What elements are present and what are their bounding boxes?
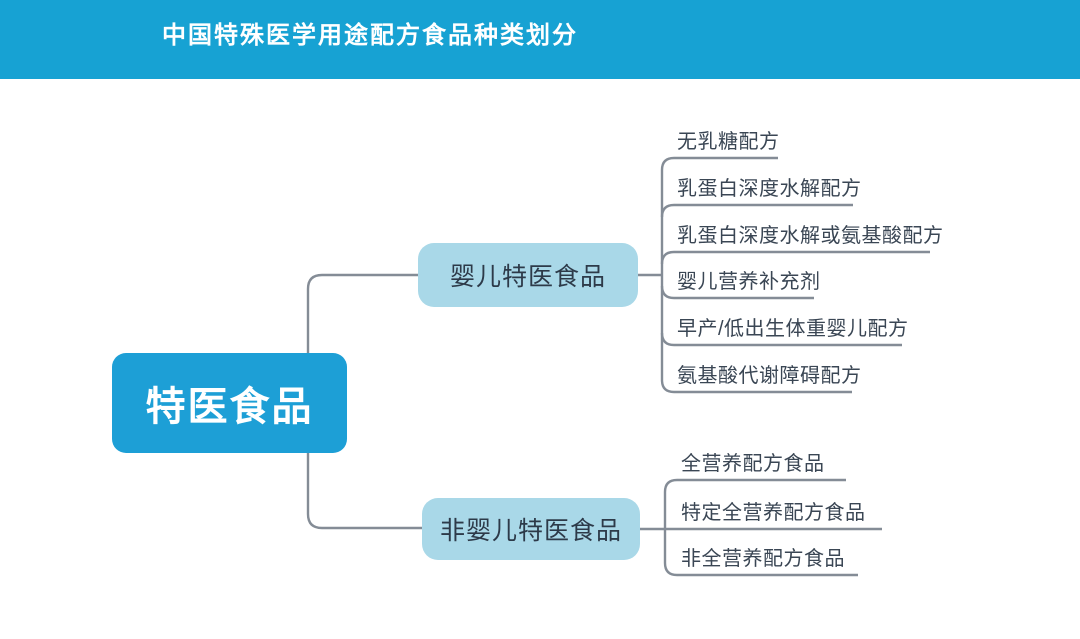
leaf-node: 非全营养配方食品: [681, 548, 845, 570]
leaf-node: 氨基酸代谢障碍配方: [677, 365, 862, 387]
leaf-node: 乳蛋白深度水解配方: [677, 178, 862, 200]
connector-lines: [306, 156, 930, 577]
header-bar: 中国特殊医学用途配方食品种类划分: [0, 0, 1080, 79]
branch-node-label: 非婴儿特医食品: [439, 517, 622, 545]
leaf-node: 特定全营养配方食品: [681, 502, 866, 524]
leaf-node: 婴儿营养补充剂: [677, 271, 821, 293]
root-node: 特医食品: [112, 353, 347, 453]
branch-node-label: 婴儿特医食品: [449, 263, 606, 291]
page-title: 中国特殊医学用途配方食品种类划分: [162, 21, 578, 49]
leaf-node: 乳蛋白深度水解或氨基酸配方: [677, 225, 944, 247]
branch-node-infant: 婴儿特医食品: [418, 243, 638, 307]
root-node-label: 特医食品: [145, 385, 314, 429]
leaf-node: 无乳糖配方: [677, 131, 780, 153]
mindmap-canvas: 特医食品 婴儿特医食品 非婴儿特医食品 无乳糖配方 乳蛋白深度水解配方 乳蛋白深…: [0, 79, 1080, 639]
leaf-node: 早产/低出生体重婴儿配方: [677, 318, 909, 340]
branch-node-non-infant: 非婴儿特医食品: [422, 498, 640, 560]
leaf-node: 全营养配方食品: [681, 453, 825, 475]
